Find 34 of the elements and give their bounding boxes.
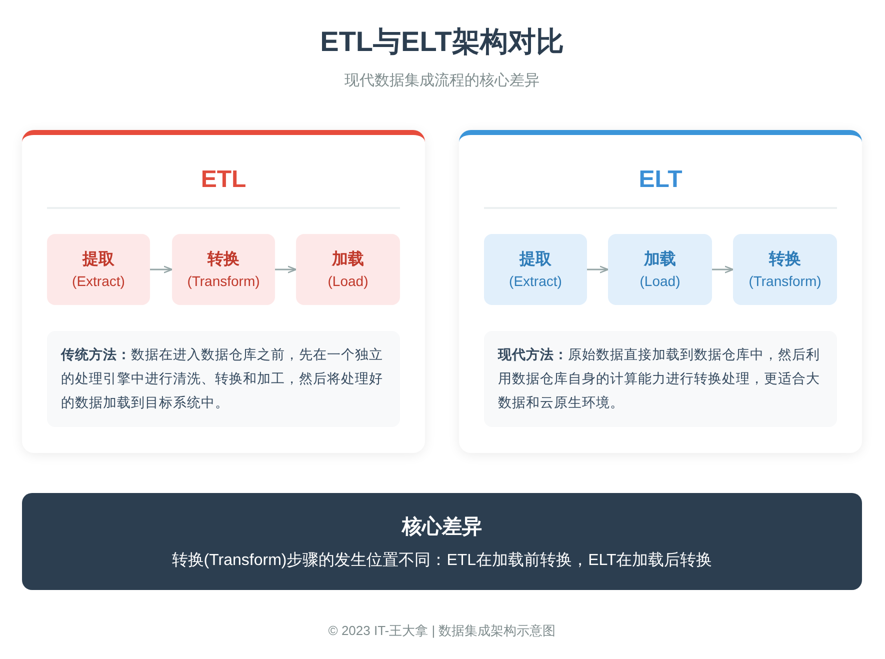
description-text: 现代方法：原始数据直接加载到数据仓库中，然后利用数据仓库自身的计算能力进行转换处理，更适合大数据和云原生环境。 xyxy=(498,346,821,412)
banner-text: 转换(Transform)步骤的发生位置不同：ETL在加载前转换，ELT在加载后转换 xyxy=(172,550,712,571)
step-subtitle: (Load) xyxy=(328,272,368,290)
process-box xyxy=(733,234,837,305)
arrow xyxy=(275,266,297,274)
step-subtitle: (Extract) xyxy=(72,272,125,290)
page-subtitle: 现代数据集成流程的核心差异 xyxy=(344,71,540,91)
step-name: 提取 xyxy=(82,250,114,270)
step-name: 转换 xyxy=(208,250,240,270)
comparison-card xyxy=(22,130,425,453)
card-title: ETL xyxy=(200,165,246,195)
arrow xyxy=(150,266,173,274)
arrow xyxy=(712,266,734,274)
process-box xyxy=(172,234,275,305)
process-box xyxy=(296,234,400,305)
step-name: 提取 xyxy=(520,250,552,270)
footer-text: © 2023 IT-王大拿 | 数据集成架构示意图 xyxy=(328,622,556,640)
description-text: 传统方法：数据在进入数据仓库之前，先在一个独立的处理引擎中进行清洗、转换和加工，然后将处理好的数据加载到目标系统中。 xyxy=(61,346,384,412)
card-title: ELT xyxy=(638,165,682,195)
process-box xyxy=(47,234,150,305)
summary-banner xyxy=(22,493,862,590)
step-subtitle: (Transform) xyxy=(187,272,260,290)
step-subtitle: (Load) xyxy=(640,272,680,290)
arrow xyxy=(587,266,609,274)
step-name: 加载 xyxy=(644,250,676,270)
comparison-card xyxy=(459,130,862,453)
process-box xyxy=(608,234,712,305)
step-subtitle: (Extract) xyxy=(509,272,562,290)
step-name: 转换 xyxy=(769,250,801,270)
step-subtitle: (Transform) xyxy=(748,272,822,290)
step-name: 加载 xyxy=(332,250,364,270)
banner-heading: 核心差异 xyxy=(402,514,482,540)
page-title: ETL与ELT架构对比 xyxy=(320,25,564,59)
process-box xyxy=(484,234,587,305)
